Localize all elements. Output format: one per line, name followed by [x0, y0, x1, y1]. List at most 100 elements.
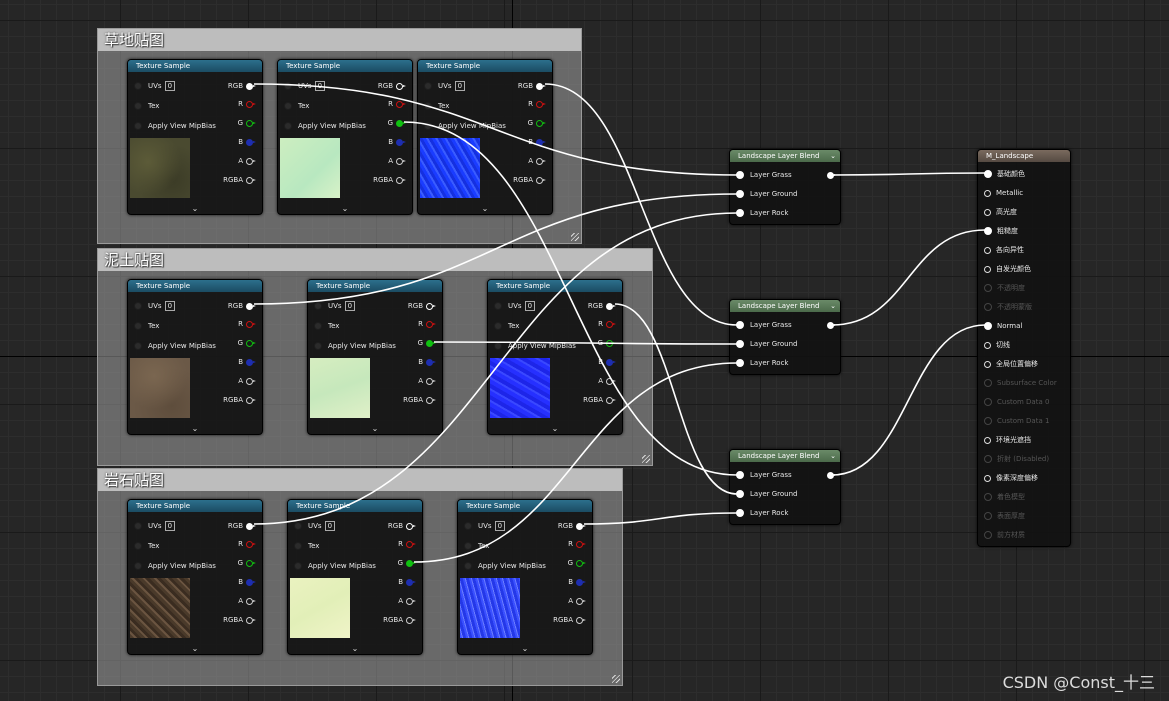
- output-pin-icon[interactable]: [246, 339, 256, 347]
- pin-icon[interactable]: [984, 227, 992, 235]
- output-pin-icon[interactable]: [606, 396, 616, 404]
- a-output-pin[interactable]: A: [238, 595, 256, 607]
- r-output-pin[interactable]: R: [528, 98, 546, 110]
- pin-icon[interactable]: [134, 82, 142, 90]
- pin-icon[interactable]: [134, 302, 142, 310]
- node-title[interactable]: Texture Sample: [128, 500, 262, 512]
- pin-icon[interactable]: [134, 122, 142, 130]
- tex-input-pin[interactable]: Tex: [134, 540, 159, 552]
- output-pin-icon[interactable]: [406, 597, 416, 605]
- output-pin-icon[interactable]: [246, 82, 256, 90]
- output-pin-icon[interactable]: [426, 358, 436, 366]
- tex-input-pin[interactable]: Tex: [294, 540, 319, 552]
- pin-icon[interactable]: [424, 82, 432, 90]
- pin-icon[interactable]: [294, 562, 302, 570]
- output-pin-icon[interactable]: [246, 559, 256, 567]
- resize-grip[interactable]: [612, 675, 620, 683]
- uvs-value-field[interactable]: 0: [454, 81, 466, 91]
- b-output-pin[interactable]: B: [418, 356, 436, 368]
- pin-icon[interactable]: [984, 265, 991, 273]
- pin-icon[interactable]: [464, 562, 472, 570]
- output-pin-icon[interactable]: [536, 157, 546, 165]
- rgba-output-pin[interactable]: RGBA: [223, 394, 256, 406]
- output-pin-icon[interactable]: [426, 302, 436, 310]
- material-input-pin[interactable]: 切线: [984, 339, 1010, 351]
- g-output-pin[interactable]: G: [238, 117, 256, 129]
- output-pin-icon[interactable]: [426, 377, 436, 385]
- output-pin-icon[interactable]: [246, 320, 256, 328]
- output-pin-icon[interactable]: [576, 597, 586, 605]
- pin-icon[interactable]: [134, 102, 142, 110]
- output-pin-icon[interactable]: [536, 119, 546, 127]
- node-title[interactable]: Landscape Layer Blend⌄: [730, 150, 840, 162]
- landscape-layer-blend-node[interactable]: Landscape Layer Blend⌄ Layer Grass Layer…: [729, 299, 841, 375]
- pin-icon[interactable]: [314, 342, 322, 350]
- chevron-down-icon[interactable]: ⌄: [551, 424, 559, 433]
- node-title[interactable]: Texture Sample: [458, 500, 592, 512]
- pin-icon[interactable]: [984, 246, 991, 254]
- output-pin-icon[interactable]: [406, 616, 416, 624]
- node-title[interactable]: Texture Sample: [128, 280, 262, 292]
- output-pin-icon[interactable]: [246, 358, 256, 366]
- pin-icon[interactable]: [984, 360, 991, 368]
- chevron-down-icon[interactable]: ⌄: [191, 204, 199, 213]
- output-pin-icon[interactable]: [396, 176, 406, 184]
- output-pin-icon[interactable]: [246, 540, 256, 548]
- pin-icon[interactable]: [464, 542, 472, 550]
- pin-icon[interactable]: [134, 342, 142, 350]
- pin-icon[interactable]: [294, 522, 302, 530]
- output-pin-icon[interactable]: [246, 100, 256, 108]
- r-output-pin[interactable]: R: [238, 98, 256, 110]
- pin-icon[interactable]: [494, 302, 502, 310]
- node-title[interactable]: Texture Sample: [418, 60, 552, 72]
- chevron-down-icon[interactable]: ⌄: [191, 424, 199, 433]
- chevron-down-icon[interactable]: ⌄: [830, 152, 836, 160]
- rgba-output-pin[interactable]: RGBA: [223, 174, 256, 186]
- rgb-output-pin[interactable]: RGB: [228, 520, 256, 532]
- chevron-down-icon[interactable]: ⌄: [191, 644, 199, 653]
- mipbias-input-pin[interactable]: Apply View MipBias: [464, 560, 546, 572]
- material-input-pin[interactable]: 像素深度偏移: [984, 472, 1038, 484]
- output-pin-icon[interactable]: [576, 540, 586, 548]
- uvs-value-field[interactable]: 0: [524, 301, 536, 311]
- pin-icon[interactable]: [284, 122, 292, 130]
- b-output-pin[interactable]: B: [568, 576, 586, 588]
- node-title[interactable]: Landscape Layer Blend⌄: [730, 450, 840, 462]
- output-pin-icon[interactable]: [246, 597, 256, 605]
- g-output-pin[interactable]: G: [238, 337, 256, 349]
- rgba-output-pin[interactable]: RGBA: [553, 614, 586, 626]
- pin-icon[interactable]: [134, 322, 142, 330]
- output-pin-icon[interactable]: [246, 522, 256, 530]
- output-pin-icon[interactable]: [246, 138, 256, 146]
- chevron-down-icon[interactable]: ⌄: [521, 644, 529, 653]
- pin-icon[interactable]: [314, 322, 322, 330]
- chevron-down-icon[interactable]: ⌄: [481, 204, 489, 213]
- rgba-output-pin[interactable]: RGBA: [583, 394, 616, 406]
- pin-icon[interactable]: [284, 82, 292, 90]
- chevron-down-icon[interactable]: ⌄: [351, 644, 359, 653]
- uvs-value-field[interactable]: 0: [164, 81, 176, 91]
- pin-icon[interactable]: [984, 436, 991, 444]
- b-output-pin[interactable]: B: [238, 356, 256, 368]
- mipbias-input-pin[interactable]: Apply View MipBias: [284, 120, 366, 132]
- b-output-pin[interactable]: B: [238, 136, 256, 148]
- material-node-title[interactable]: M_Landscape: [978, 150, 1070, 162]
- output-pin-icon[interactable]: [576, 578, 586, 586]
- output-pin-icon[interactable]: [396, 157, 406, 165]
- output-pin-icon[interactable]: [536, 176, 546, 184]
- output-pin-icon[interactable]: [426, 320, 436, 328]
- material-input-pin[interactable]: 自发光颜色: [984, 263, 1031, 275]
- node-title[interactable]: Texture Sample: [488, 280, 622, 292]
- output-pin-icon[interactable]: [246, 377, 256, 385]
- a-output-pin[interactable]: A: [528, 155, 546, 167]
